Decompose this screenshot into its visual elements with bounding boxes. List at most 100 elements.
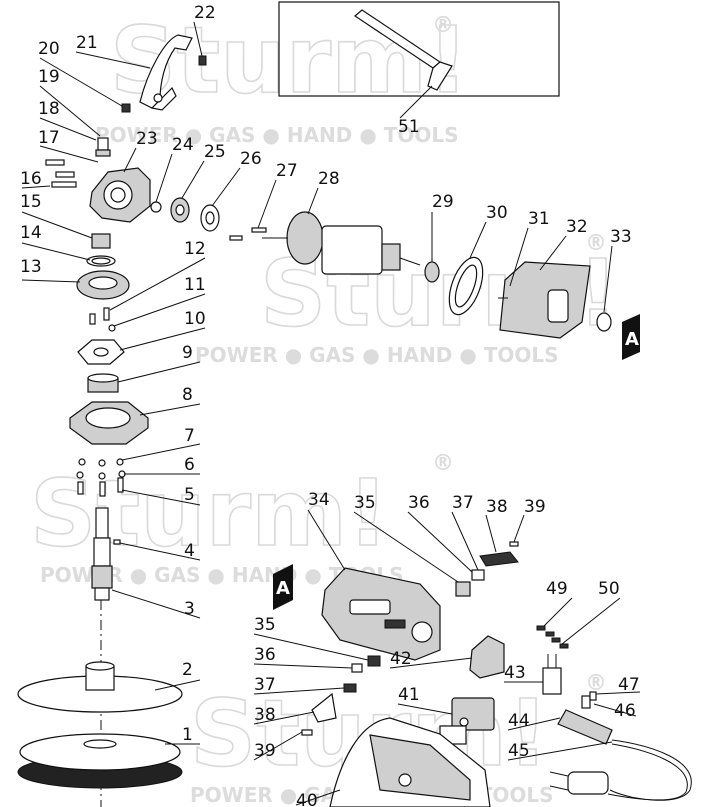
callout-40: 40 [296, 791, 318, 807]
side-handle [139, 34, 193, 111]
switch-cover [469, 635, 505, 679]
callout-50: 50 [598, 579, 620, 599]
motor-housing [321, 567, 441, 661]
callout-7: 7 [184, 426, 195, 446]
callout-38-upper: 38 [486, 497, 508, 517]
callout-18: 18 [38, 99, 60, 119]
watermark-tagline-2: POWER ● GAS ● HAND ● TOOLS [195, 343, 559, 367]
callout-39-lower: 39 [254, 741, 276, 761]
cable-clamp [581, 691, 597, 709]
watermark-tagline-1: POWER ● GAS ● HAND ● TOOLS [95, 123, 459, 147]
ring-33 [596, 312, 612, 332]
callout-labels: 1 2 3 4 5 6 7 8 9 10 11 12 13 [20, 3, 641, 807]
screws-49-50 [536, 625, 569, 649]
screws-11-12 [89, 307, 116, 332]
callout-3: 3 [184, 599, 195, 619]
callout-4: 4 [184, 541, 195, 561]
callout-15: 15 [20, 192, 42, 212]
callout-34: 34 [308, 490, 330, 510]
watermark-registered-1: ® [432, 13, 454, 38]
washer-26 [200, 204, 220, 232]
screw-27 [229, 227, 267, 241]
callout-23: 23 [136, 129, 158, 149]
section-marker-top: A [622, 314, 640, 360]
watermark-registered-3: ® [432, 451, 454, 476]
callout-25: 25 [204, 142, 226, 162]
brush-springs [542, 654, 562, 695]
callout-33: 33 [610, 227, 632, 247]
callout-5: 5 [184, 485, 195, 505]
callout-38-lower: 38 [254, 705, 276, 725]
callout-46: 46 [614, 701, 636, 721]
ring-14 [86, 255, 116, 267]
screw-22 [198, 55, 207, 66]
callout-36-upper: 36 [408, 493, 430, 513]
stator [498, 261, 591, 339]
callout-45: 45 [508, 741, 530, 761]
callout-32: 32 [566, 217, 588, 237]
switch [439, 697, 495, 745]
callout-26: 26 [240, 149, 262, 169]
screw-20 [121, 103, 131, 113]
callout-35-lower: 35 [254, 615, 276, 635]
callout-11: 11 [184, 275, 206, 295]
bearing-25 [170, 197, 190, 223]
watermark-registered-4: ® [585, 671, 607, 696]
callout-43: 43 [504, 663, 526, 683]
bearing-plate [77, 339, 125, 365]
callout-21: 21 [76, 33, 98, 53]
key-4 [113, 539, 121, 545]
callout-47: 47 [618, 675, 640, 695]
fan-baffle [448, 256, 484, 316]
rear-handle [329, 717, 491, 807]
callout-37-lower: 37 [254, 675, 276, 695]
backing-pad [17, 661, 183, 713]
callout-37-upper: 37 [452, 493, 474, 513]
power-cable [549, 739, 692, 801]
callout-49: 49 [546, 579, 568, 599]
section-marker-top-label: A [625, 329, 639, 350]
brush-parts-upper [455, 541, 519, 597]
callout-17: 17 [38, 128, 60, 148]
spindle [91, 507, 113, 601]
watermark-brand-3: Sturm! [30, 460, 389, 567]
brush-parts-lower [301, 655, 381, 736]
callout-22: 22 [194, 3, 216, 23]
callout-14: 14 [20, 223, 42, 243]
callout-6: 6 [184, 455, 195, 475]
hex-key-box [278, 1, 560, 97]
callout-1: 1 [182, 725, 193, 745]
callout-39-upper: 39 [524, 497, 546, 517]
armature [262, 211, 421, 275]
screws-16-17 [45, 159, 77, 188]
circlip [150, 201, 162, 213]
callout-28: 28 [318, 169, 340, 189]
section-marker-bottom-label: A [276, 578, 290, 599]
callout-29: 29 [432, 192, 454, 212]
callout-19: 19 [38, 67, 60, 87]
callout-27: 27 [276, 161, 298, 181]
callout-9: 9 [182, 343, 193, 363]
gear-housing [89, 167, 151, 223]
section-marker-bottom: A [273, 564, 293, 610]
callout-35-upper: 35 [354, 493, 376, 513]
bevel-gear [76, 270, 130, 300]
callout-36-lower: 36 [254, 645, 276, 665]
callout-20: 20 [38, 39, 60, 59]
bearing-29 [424, 261, 440, 283]
callout-12: 12 [184, 239, 206, 259]
watermark-registered-2: ® [585, 231, 607, 256]
polishing-bonnet [17, 733, 183, 789]
callout-10: 10 [184, 309, 206, 329]
bearing-housing [69, 401, 149, 445]
callout-16: 16 [20, 169, 42, 189]
callout-24: 24 [172, 135, 194, 155]
washers-5-7 [76, 458, 126, 497]
bolt-18 [95, 137, 111, 157]
bearing-9 [87, 373, 119, 393]
cable-sleeve [557, 709, 613, 745]
callout-44: 44 [508, 711, 530, 731]
hex-key [354, 9, 453, 91]
bushing-15 [91, 233, 111, 249]
